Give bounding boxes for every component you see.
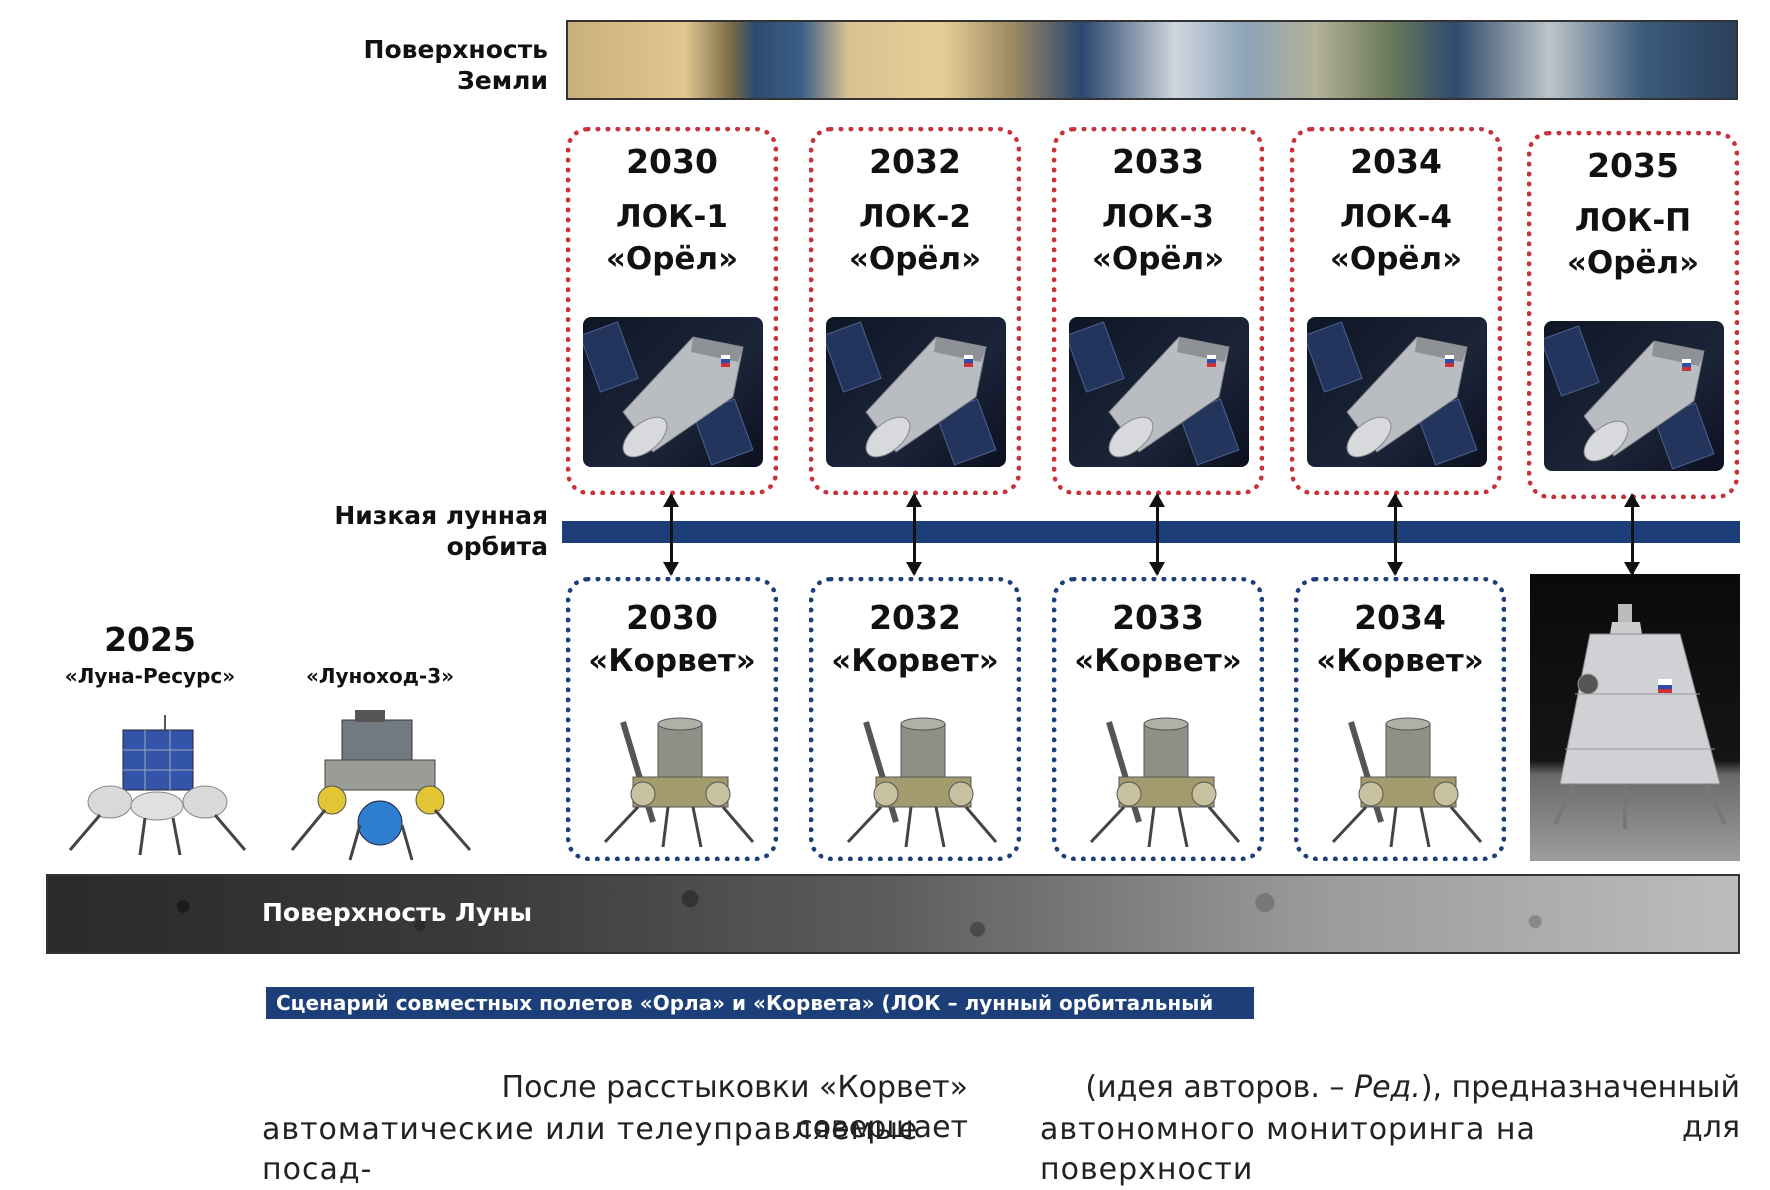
orbiter-name-2: «Орёл» (605, 241, 739, 277)
spacecraft-icon (1544, 325, 1715, 470)
luna-resurs-lander-icon (68, 715, 247, 856)
orbiter-year: 2032 (869, 142, 961, 181)
orbiter-name-2: «Орёл» (1566, 245, 1700, 281)
lander-year: 2033 (1112, 598, 1204, 637)
lander-card: 2033 «Корвет» (1052, 577, 1264, 861)
orbiter-name: ЛОК-1 (616, 199, 728, 235)
lander-icon (1331, 717, 1483, 848)
body-text-right-em: Ред. (1353, 1070, 1421, 1105)
orbiter-name-2: «Орёл» (1329, 241, 1463, 277)
docking-arrow-icon (1149, 493, 1165, 576)
lander-icon (846, 717, 998, 848)
lander-card: 2032 «Корвет» (809, 577, 1021, 861)
lander-card: 2030 «Корвет» (566, 577, 778, 861)
docking-arrow-icon (906, 493, 922, 576)
lander-icon (603, 717, 755, 848)
orbiter-spacecraft-image (1069, 317, 1249, 467)
spacecraft-icon (1069, 321, 1240, 466)
docking-arrow-icon (1624, 493, 1640, 576)
moon-surface-label: Поверхность Луны (262, 898, 533, 927)
body-text-left-line2: автоматические или телеуправляемые посад… (262, 1112, 919, 1187)
orbiter-card: 2030 ЛОК-1 «Орёл» (566, 127, 778, 495)
moon-surface-image (46, 874, 1740, 954)
lander-year: 2034 (1354, 598, 1446, 637)
capsule-icon (1553, 604, 1727, 829)
early-missions-year: 2025 (104, 620, 196, 659)
spacecraft-icon (826, 321, 997, 466)
earth-surface-image (566, 20, 1738, 100)
orbiter-spacecraft-image (1544, 321, 1724, 471)
low-lunar-orbit-line (562, 521, 1740, 543)
lunokhod-3-lander-icon (290, 710, 472, 861)
orbiter-year: 2035 (1587, 146, 1679, 185)
low-lunar-orbit-label-text: Низкая лунная орбита (334, 501, 548, 561)
lander-name: «Корвет» (831, 643, 999, 679)
orbiter-name-2: «Орёл» (1091, 241, 1225, 277)
orbiter-year: 2033 (1112, 142, 1204, 181)
lander-name: «Корвет» (588, 643, 756, 679)
orbiter-spacecraft-image (583, 317, 763, 467)
lander-year: 2030 (626, 598, 718, 637)
lander-year: 2032 (869, 598, 961, 637)
body-text-right-a: (идея авторов. – (1085, 1070, 1354, 1105)
orbiter-year: 2030 (626, 142, 718, 181)
orbiter-card: 2034 ЛОК-4 «Орёл» (1290, 127, 1502, 495)
orbiter-name: ЛОК-4 (1340, 199, 1452, 235)
orbiter-spacecraft-image (826, 317, 1006, 467)
orbiter-name: ЛОК-2 (859, 199, 971, 235)
spacecraft-icon (583, 321, 754, 466)
earth-surface-label-text: Поверхность Земли (363, 35, 548, 95)
orbiter-spacecraft-image (1307, 317, 1487, 467)
luna-resurs-label: «Луна-Ресурс» (64, 664, 236, 688)
orbiter-card: 2033 ЛОК-3 «Орёл» (1052, 127, 1264, 495)
orbiter-name-2: «Орёл» (848, 241, 982, 277)
orbiter-name: ЛОК-3 (1102, 199, 1214, 235)
body-text-right-line2: автономного мониторинга на поверхности (1040, 1112, 1536, 1187)
earth-surface-label: Поверхность Земли (300, 34, 548, 96)
docking-arrow-icon (1387, 493, 1403, 576)
lander-name: «Корвет» (1316, 643, 1484, 679)
lander-name: «Корвет» (1074, 643, 1242, 679)
lander-icon (1089, 717, 1241, 848)
spacecraft-icon (1307, 321, 1478, 466)
orbiter-card: 2032 ЛОК-2 «Орёл» (809, 127, 1021, 495)
orbiter-name: ЛОК-П (1574, 203, 1692, 239)
lander-card: 2034 «Корвет» (1294, 577, 1506, 861)
orel-on-moon-image (1530, 574, 1740, 861)
low-lunar-orbit-label: Низкая лунная орбита (300, 500, 548, 562)
lunokhod-3-label: «Луноход-3» (305, 664, 455, 688)
docking-arrow-icon (663, 493, 679, 576)
orbiter-year: 2034 (1350, 142, 1442, 181)
orbiter-card: 2035 ЛОК-П «Орёл» (1527, 131, 1739, 499)
figure-caption: Сценарий совместных полетов «Орла» и «Ко… (266, 987, 1254, 1047)
